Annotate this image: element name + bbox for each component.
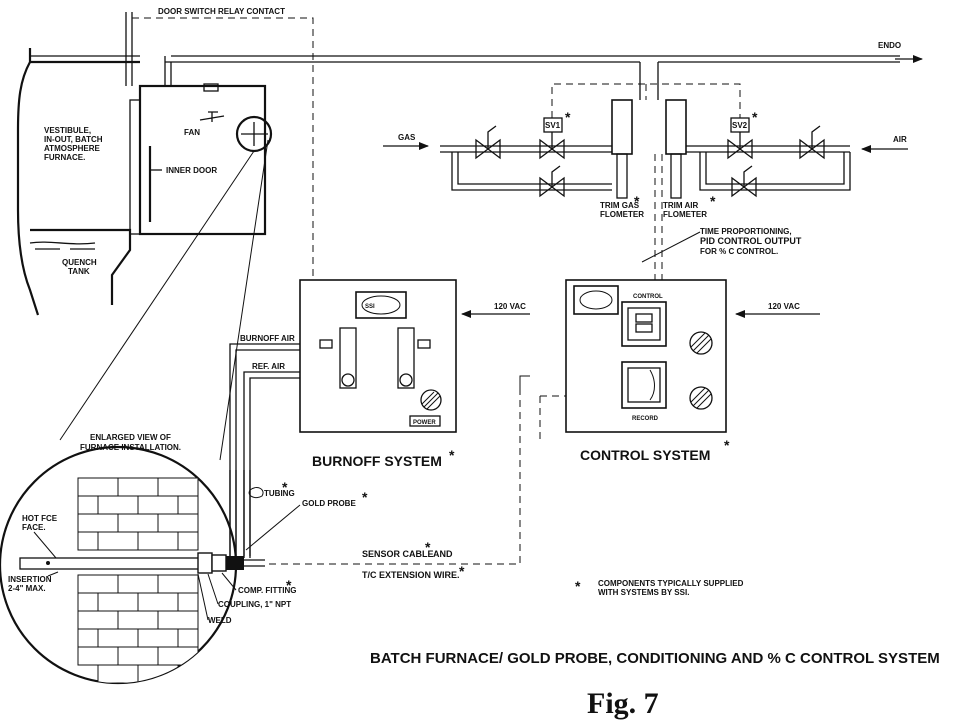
quench-label-2: TANK	[68, 267, 90, 276]
gas-train: GAS SV1 * TRIM GAS FLOMETER *	[383, 83, 741, 219]
control-asterisk: *	[724, 437, 730, 453]
weld-label: WELD	[208, 616, 232, 625]
vestibule-label-3: ATMOSPHERE	[44, 144, 101, 153]
enlarged-view: ENLARGED VIEW OF FURNACE INSTALLATION. H…	[0, 139, 368, 685]
trim-air-asterisk: *	[710, 193, 716, 209]
sv1-label: SV1	[545, 121, 561, 130]
endo-label: ENDO	[878, 41, 901, 50]
components-label-1: COMPONENTS TYPICALLY SUPPLIED	[598, 579, 744, 588]
hot-fce-label-2: FACE.	[22, 523, 46, 532]
burnoff-air-label: BURNOFF AIR	[240, 334, 295, 343]
svg-text:SSI: SSI	[365, 304, 375, 310]
and-label: AND	[433, 549, 453, 559]
tubing-asterisk: *	[282, 479, 288, 495]
vestibule-label-4: FURNACE.	[44, 153, 85, 162]
vac-left-label: 120 VAC	[494, 302, 526, 311]
endo-pipe: ENDO	[165, 41, 923, 100]
components-note: * COMPONENTS TYPICALLY SUPPLIED WITH SYS…	[575, 578, 744, 597]
control-label: CONTROL	[633, 294, 663, 300]
tubing-label: TUBING	[264, 489, 295, 498]
control-system: CONTROL RECORD 120 VAC CONTROL SYSTEM *	[565, 279, 820, 463]
time-prop-label-3: FOR % C CONTROL.	[700, 247, 778, 256]
trim-gas-asterisk: *	[634, 193, 640, 209]
figure-label: Fig. 7	[587, 687, 659, 720]
vestibule-label-2: IN-OUT, BATCH	[44, 135, 103, 144]
power-label: POWER	[413, 420, 436, 426]
note-asterisk: *	[575, 578, 581, 594]
gold-probe-label: GOLD PROBE	[302, 499, 356, 508]
comp-fitting-asterisk: *	[286, 577, 292, 593]
vac-right-label: 120 VAC	[768, 302, 800, 311]
inner-door-label: INNER DOOR	[166, 166, 217, 175]
vestibule-label-1: VESTIBULE,	[44, 126, 91, 135]
gas-label: GAS	[398, 133, 416, 142]
sensor-cable-label: SENSOR CABLE	[362, 549, 434, 559]
burnoff-asterisk: *	[449, 447, 455, 463]
coupling-label: COUPLING, 1" NPT	[218, 600, 291, 609]
tc-ext-label: T/C EXTENSION WIRE.	[362, 570, 460, 580]
enlarged-label-1: ENLARGED VIEW OF	[90, 433, 171, 442]
trim-gas-label-1: TRIM GAS	[600, 201, 640, 210]
burnoff-system: SSI POWER 120 VAC BURNOFF SYSTEM *	[299, 279, 530, 469]
sv2-asterisk: *	[752, 109, 758, 125]
time-prop-label-2: PID CONTROL OUTPUT	[700, 236, 802, 246]
air-label: AIR	[893, 135, 907, 144]
hot-fce-label-1: HOT FCE	[22, 514, 58, 523]
furnace: FAN INNER DOOR VESTIBULE, IN-OUT, BATCH …	[16, 12, 273, 316]
sv1-asterisk: *	[565, 109, 571, 125]
insertion-label-2: 2-4" MAX.	[8, 584, 46, 593]
enlarged-label-2: FURNACE INSTALLATION.	[80, 443, 181, 452]
air-train: TRIM AIR FLOMETER * SV2 * AIR	[663, 99, 908, 219]
sensor-cable-labels: SENSOR CABLE * AND T/C EXTENSION WIRE. *	[362, 539, 465, 580]
components-label-2: WITH SYSTEMS BY SSI.	[598, 588, 689, 597]
ref-air-label: REF. AIR	[252, 362, 285, 371]
door-switch-line: DOOR SWITCH RELAY CONTACT	[132, 7, 314, 280]
time-prop-label-1: TIME PROPORTIONING,	[700, 227, 792, 236]
quench-label-1: QUENCH	[62, 258, 97, 267]
door-switch-label: DOOR SWITCH RELAY CONTACT	[158, 7, 285, 16]
diagram-title: BATCH FURNACE/ GOLD PROBE, CONDITIONING …	[370, 650, 940, 667]
trim-gas-label-2: FLOMETER	[600, 210, 644, 219]
fan-label: FAN	[184, 128, 200, 137]
sv2-label: SV2	[732, 121, 748, 130]
trim-air-label-1: TRIM AIR	[663, 201, 698, 210]
pid-control-line: TIME PROPORTIONING, PID CONTROL OUTPUT F…	[641, 154, 802, 280]
gold-probe-asterisk: *	[362, 489, 368, 505]
trim-air-label-2: FLOMETER	[663, 210, 707, 219]
control-system-label: CONTROL SYSTEM	[580, 447, 710, 463]
burnoff-system-label: BURNOFF SYSTEM	[312, 453, 442, 469]
comp-fitting-label: COMP. FITTING	[238, 586, 297, 595]
sensor-asterisk: *	[425, 539, 431, 555]
insertion-label-1: INSERTION	[8, 575, 52, 584]
tc-asterisk: *	[459, 563, 465, 579]
record-label: RECORD	[632, 416, 659, 422]
